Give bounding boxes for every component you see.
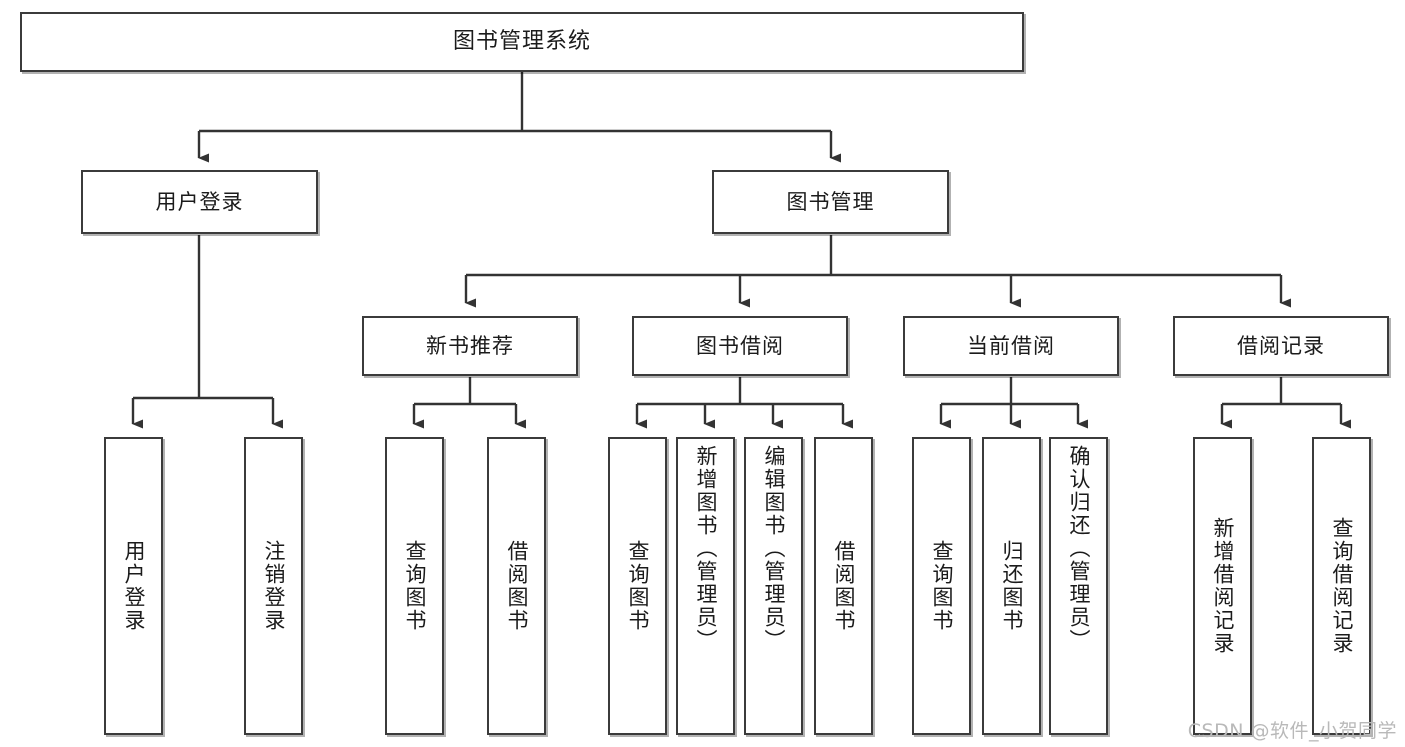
node-leaf-return-book[interactable]: 归还图书: [982, 437, 1041, 735]
node-book-management[interactable]: 图书管理: [712, 170, 949, 234]
node-label: 查询图书: [626, 540, 650, 632]
node-label: 新增借阅记录: [1211, 517, 1235, 655]
node-leaf-query-borrow-record[interactable]: 查询借阅记录: [1312, 437, 1371, 735]
node-label: 查询借阅记录: [1330, 517, 1354, 655]
node-book-borrowing[interactable]: 图书借阅: [632, 316, 848, 376]
node-user-login[interactable]: 用户登录: [81, 170, 318, 234]
node-leaf-add-book-admin[interactable]: 新增图书（管理员）: [676, 437, 735, 735]
node-leaf-confirm-return-admin[interactable]: 确认归还（管理员）: [1049, 437, 1108, 735]
node-label: 新增图书（管理员）: [694, 445, 718, 652]
node-label: 查询图书: [403, 540, 427, 632]
node-label: 图书管理系统: [452, 29, 591, 55]
node-leaf-user-login[interactable]: 用户登录: [104, 437, 163, 735]
node-new-book-recommendation[interactable]: 新书推荐: [362, 316, 578, 376]
node-borrow-records[interactable]: 借阅记录: [1173, 316, 1389, 376]
node-leaf-query-book-current[interactable]: 查询图书: [912, 437, 971, 735]
node-label: 用户登录: [122, 540, 146, 632]
node-label: 新书推荐: [426, 333, 514, 358]
node-current-borrowing[interactable]: 当前借阅: [903, 316, 1119, 376]
watermark-text: CSDN @软件_小贺同学: [1187, 720, 1397, 742]
node-label: 注销登录: [262, 540, 286, 632]
node-leaf-edit-book-admin[interactable]: 编辑图书（管理员）: [744, 437, 803, 735]
node-label: 归还图书: [1000, 540, 1024, 632]
node-leaf-add-borrow-record[interactable]: 新增借阅记录: [1193, 437, 1252, 735]
node-label: 确认归还（管理员）: [1067, 445, 1091, 652]
node-label: 查询图书: [930, 540, 954, 632]
node-leaf-query-book-borrow[interactable]: 查询图书: [608, 437, 667, 735]
node-leaf-query-book-recommend[interactable]: 查询图书: [385, 437, 444, 735]
node-label: 借阅记录: [1237, 333, 1325, 358]
node-label: 当前借阅: [967, 333, 1055, 358]
node-label: 借阅图书: [832, 540, 856, 632]
node-leaf-borrow-book-recommend[interactable]: 借阅图书: [487, 437, 546, 735]
node-label: 编辑图书（管理员）: [762, 445, 786, 652]
node-label: 借阅图书: [505, 540, 529, 632]
node-label: 图书借阅: [696, 333, 784, 358]
node-label: 用户登录: [155, 189, 244, 214]
node-leaf-logout[interactable]: 注销登录: [244, 437, 303, 735]
node-leaf-borrow-book[interactable]: 借阅图书: [814, 437, 873, 735]
node-label: 图书管理: [786, 189, 875, 214]
node-book-management-system[interactable]: 图书管理系统: [20, 12, 1024, 72]
